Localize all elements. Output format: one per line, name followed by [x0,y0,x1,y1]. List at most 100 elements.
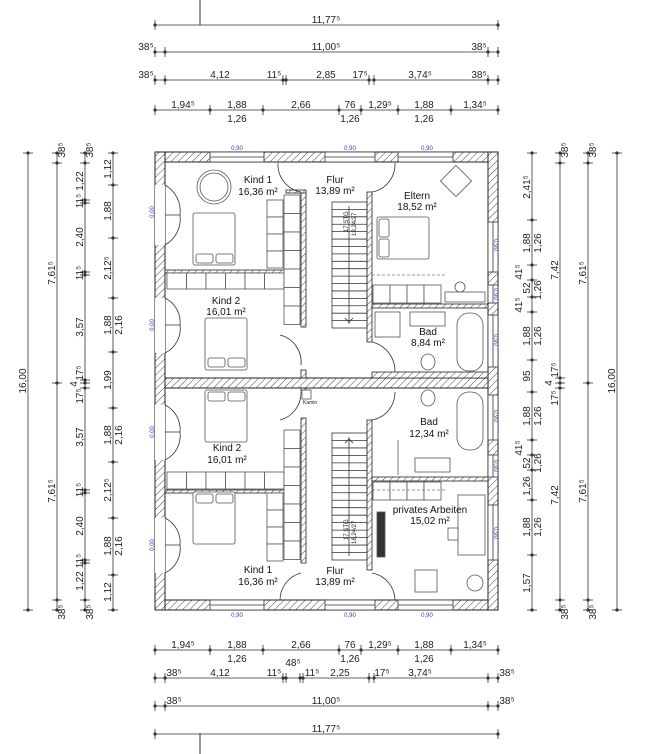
dimension-label: 4,12 [210,668,230,679]
wardrobe-unit [389,481,408,501]
dimension-tick [111,608,115,612]
dimension-label: 1,88 [414,640,434,651]
wardrobe-unit [266,233,284,252]
wardrobe-unit [225,471,246,490]
dimension-label: 1,94⁵ [171,640,195,651]
dimension-tick [449,108,453,112]
armchair [414,569,438,593]
dimension-tick [83,270,87,274]
washbasin [409,311,446,327]
dimension-tick [284,78,288,82]
dimension-tick [111,350,115,354]
dimension-label: 1,12 [103,159,114,179]
dimension-tick [530,310,534,314]
dimension-label: 38⁵ [499,668,514,679]
wardrobe-unit [264,471,285,490]
wardrobe-unit [166,471,187,490]
dimension-tick [367,78,371,82]
dimension-tick [153,648,157,652]
wardrobe-unit [225,272,246,290]
dimension-label: 11,77⁵ [312,724,340,735]
dimension-label: 11⁵ [305,668,320,679]
dimension-label: 1,88 [414,100,434,111]
dimension-label: 2,16 [114,536,125,556]
dimension-label: 41⁵ [514,264,525,279]
dimension-tick [530,278,534,282]
dimension-label: 38⁵ [471,42,486,53]
dimension-label: 2,40 [75,516,86,536]
bed [204,389,248,443]
french-doors-left[interactable] [164,184,181,574]
dimension-tick [153,732,157,736]
room-flur-bottom: Flur [326,566,344,577]
svg-text:16,01 m²: 16,01 m² [206,307,246,318]
wardrobe-unit [406,284,425,304]
bed [204,317,248,371]
stair-labels: 17 STG 18,24/27 17 STG 18,24/27 [344,211,358,544]
dimension-tick [558,376,562,380]
dimension-tick [558,386,562,390]
wardrobe-unit [283,485,301,505]
dimension-label: 2,16 [114,315,125,335]
dim-top-1: 11,77⁵ [153,15,500,30]
bathtub [456,391,484,451]
radiator [376,511,386,558]
svg-text:0,90: 0,90 [492,460,498,472]
dimension-label: 1,12 [103,582,114,602]
dimension-label: 11⁵ [75,554,86,569]
dimension-tick [496,676,500,680]
wardrobe-unit [372,284,391,304]
svg-text:0,90: 0,90 [231,613,243,619]
dimension-label: 38⁵ [560,604,571,619]
dimension-label: 38⁵ [57,142,68,157]
dimension-tick [153,23,157,27]
kamin-label: Kamin [303,400,317,406]
wardrobe-unit [266,543,284,562]
stairs-top [331,201,368,329]
dimension-tick [261,108,265,112]
svg-text:13,89 m²: 13,89 m² [315,186,355,197]
wardrobe-unit [186,272,207,290]
dimension-tick [83,488,87,492]
dimension-label: 1,34⁵ [463,640,487,651]
dimension-label: 38⁵ [138,42,153,53]
dimension-tick [55,151,59,155]
dimension-tick [558,161,562,165]
dimension-tick [208,648,212,652]
dimension-tick [83,381,87,385]
dimension-tick [111,573,115,577]
wardrobe-unit [283,213,301,233]
dim-bottom-4: 11,77⁵ [153,724,500,739]
svg-text:0,90: 0,90 [492,410,498,422]
wardrobe-unit [283,522,301,542]
dimension-label: 1,26 [533,453,544,473]
dimension-tick [530,553,534,557]
dimension-label: 38⁵ [560,142,571,157]
interior-walls [164,189,489,571]
svg-text:16,36 m²: 16,36 m² [238,187,278,198]
svg-text:18,24/27: 18,24/27 [352,520,358,544]
svg-text:18,24/27: 18,24/27 [352,212,358,236]
dimension-tick [55,381,59,385]
svg-text:0,00: 0,00 [150,206,156,218]
dimension-label: 17⁵ [550,362,561,377]
stair-outline [331,432,368,561]
svg-text:0,90: 0,90 [492,288,498,300]
dimension-tick [55,161,59,165]
room-kind1-bottom: Kind 1 [244,565,273,576]
svg-text:0,90: 0,90 [421,613,433,619]
dimension-label: 11⁵ [75,483,86,498]
dimension-tick [486,50,490,54]
toilet [420,353,436,371]
dimension-tick [83,198,87,202]
doors[interactable] [277,162,396,601]
dimension-label: 76 [344,640,356,651]
dimension-tick [153,108,157,112]
dimension-label: 17⁵ [550,390,561,405]
dimension-label: 4 [544,380,555,386]
dimension-tick [261,648,265,652]
